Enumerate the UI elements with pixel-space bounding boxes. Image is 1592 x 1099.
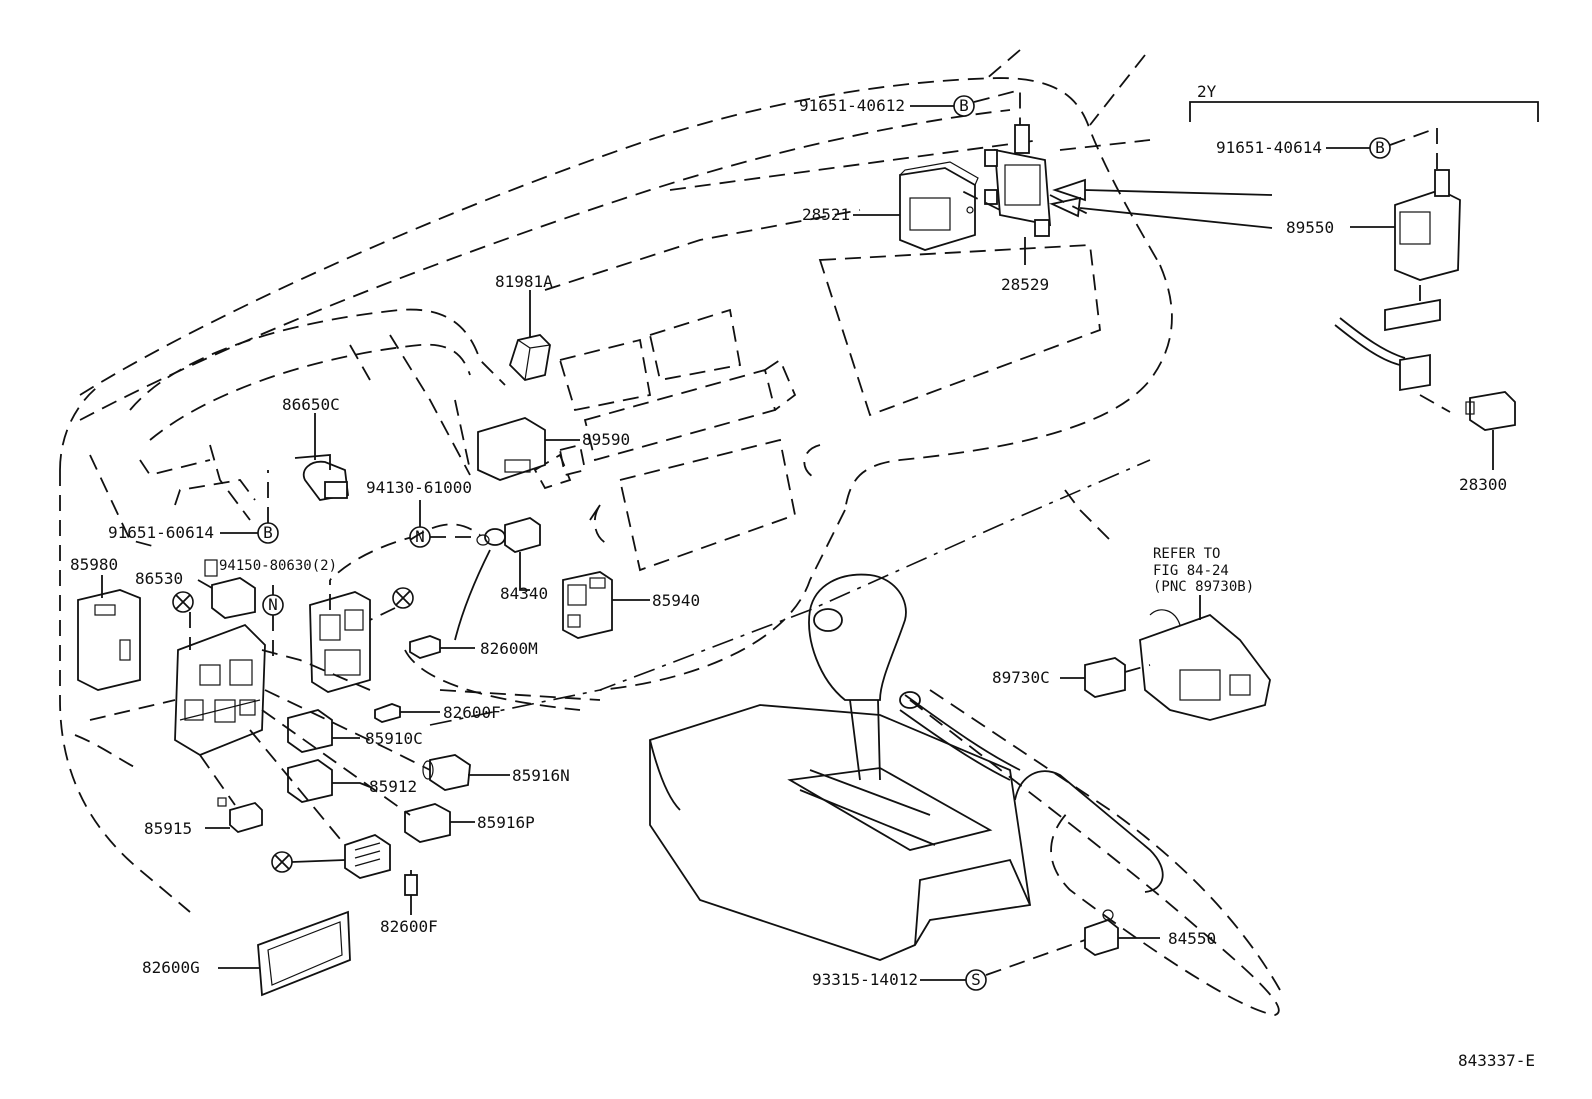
callout-82600g: 82600G <box>142 958 200 977</box>
svg-text:N: N <box>268 595 278 614</box>
part-85916p-shape <box>404 803 451 843</box>
multi-connector-shape <box>344 834 391 879</box>
part-89730c-shape <box>1084 657 1126 698</box>
part-89590-shape <box>477 417 546 481</box>
part-85910c-shape <box>287 709 333 753</box>
callout-85915: 85915 <box>144 819 192 838</box>
callout-89550: 89550 <box>1286 218 1334 237</box>
svg-text:REFER TO: REFER TO <box>1153 546 1220 562</box>
part-28300-shape <box>1465 391 1516 431</box>
variant-label: 2Y <box>1197 82 1217 101</box>
callout-89590: 89590 <box>582 430 630 449</box>
callout-85916n: 85916N <box>512 766 570 785</box>
bolt-symbol-top: B <box>953 95 975 117</box>
part-82600f-bottom-shape <box>404 870 418 896</box>
svg-text:S: S <box>971 970 981 989</box>
callout-91651-40614: 91651-40614 <box>1216 138 1322 157</box>
callout-82600m: 82600M <box>480 639 538 658</box>
callout-82600f-a: 82600F <box>443 703 501 722</box>
part-85940-shape <box>562 571 613 639</box>
parking-brake-lever <box>899 689 1281 1016</box>
callout-94150-80630: 94150-80630(2) <box>219 558 337 574</box>
callout-28300: 28300 <box>1459 475 1507 494</box>
part-84550-shape <box>1084 909 1119 956</box>
part-85915-shape <box>217 797 263 834</box>
part-84340-shape <box>476 517 541 553</box>
callout-84340: 84340 <box>500 584 548 603</box>
bolt-symbol-right: B <box>1369 137 1391 159</box>
part-28521-shape <box>899 161 979 251</box>
callout-86650c: 86650C <box>282 395 340 414</box>
dashboard-outline <box>59 49 1173 913</box>
callout-91651-40612: 91651-40612 <box>799 96 905 115</box>
not-serviced-mark-1 <box>172 591 194 613</box>
svg-text:N: N <box>415 527 425 546</box>
callout-labels: 91651-40612 91651-40614 91651-60614 2852… <box>70 96 1507 989</box>
callout-91651-60614: 91651-60614 <box>108 523 214 542</box>
callout-85916p: 85916P <box>477 813 535 832</box>
part-85916n-shape <box>422 754 471 791</box>
callout-85980: 85980 <box>70 555 118 574</box>
bolt-symbol-left: B <box>257 522 279 544</box>
svg-text:(PNC 89730B): (PNC 89730B) <box>1153 579 1254 595</box>
callout-28529: 28529 <box>1001 275 1049 294</box>
shift-lock-assembly-shape <box>1139 609 1271 721</box>
callout-81981a: 81981A <box>495 272 553 291</box>
part-85980-shape <box>77 589 141 691</box>
svg-text:FIG 84-24: FIG 84-24 <box>1153 563 1229 579</box>
callout-85910c: 85910C <box>365 729 423 748</box>
part-85912-shape <box>287 759 333 803</box>
callout-93315-14012: 93315-14012 <box>812 970 918 989</box>
callout-89730c: 89730C <box>992 668 1050 687</box>
svg-text:B: B <box>263 523 273 542</box>
callout-82600f-b: 82600F <box>380 917 438 936</box>
nut-symbol-left: N <box>262 594 284 616</box>
callout-85912: 85912 <box>369 777 417 796</box>
not-serviced-mark-3 <box>271 851 293 873</box>
callout-28521: 28521 <box>802 205 850 224</box>
callout-84550: 84550 <box>1168 929 1216 948</box>
junction-block-left <box>174 623 266 757</box>
part-89550-shape <box>1334 169 1461 413</box>
figure-id: 843337-E <box>1458 1051 1535 1070</box>
part-82600m-shape <box>409 635 441 659</box>
relay-block-center <box>309 591 371 693</box>
view-arrows <box>1049 178 1273 229</box>
refer-note: REFER TO FIG 84-24 (PNC 89730B) <box>1153 546 1254 595</box>
part-28529-shape <box>984 124 1051 237</box>
variant-bracket: 2Y <box>1189 82 1539 122</box>
part-82600f-top-shape <box>374 703 401 723</box>
callout-94130-61000: 94130-61000 <box>366 478 472 497</box>
center-console <box>649 573 1032 961</box>
part-86530-shape <box>204 559 256 619</box>
svg-text:B: B <box>1375 138 1385 157</box>
callout-85940: 85940 <box>652 591 700 610</box>
part-81981a-shape <box>508 334 551 381</box>
screw-symbol: S <box>965 969 987 991</box>
leader-lines <box>101 88 1494 981</box>
part-86650c-shape <box>294 454 349 501</box>
part-82600g-shape <box>257 910 351 997</box>
callout-86530: 86530 <box>135 569 183 588</box>
svg-text:B: B <box>959 96 969 115</box>
not-serviced-mark-2 <box>392 587 414 609</box>
